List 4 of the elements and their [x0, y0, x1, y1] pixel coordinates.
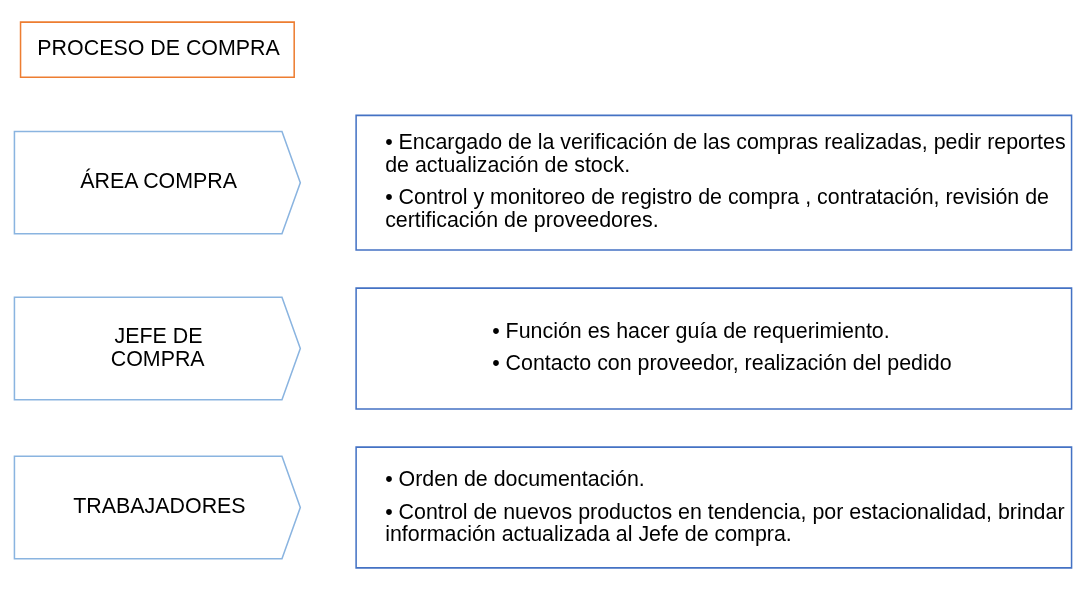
node-box: • Encargado de la verificación de las compras realizadas, pedir reportes de actualización de stock. • Control y monitoreo de registro de compra , contratación, revisión de certificación de proveedores. [355, 114, 1073, 251]
node-box: • Orden de documentación. • Control de nuevos productos en tendencia, por estacionalidad, brindar información actualizada al Jefe de compra. [355, 445, 1073, 569]
node-box: PROCESO DE COMPRA [19, 20, 295, 78]
node-box: • Función es hacer guía de requerimiento. • Contacto con proveedor, realización del pedido [355, 286, 1073, 410]
